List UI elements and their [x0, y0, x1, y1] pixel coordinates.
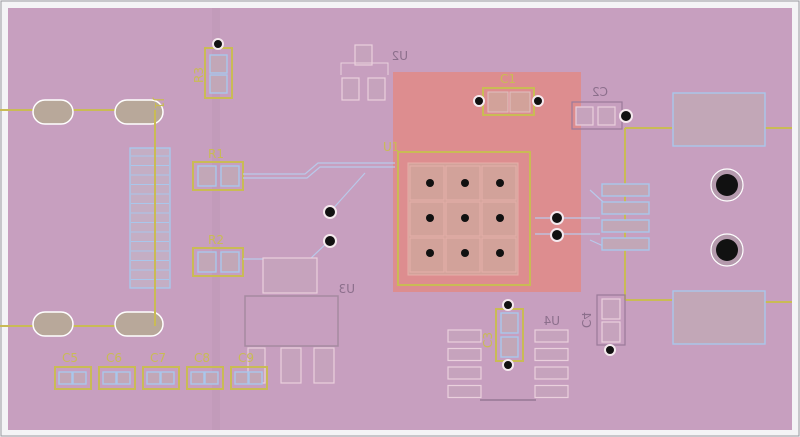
label-c7: C7	[150, 351, 166, 365]
label-c6: C6	[106, 351, 122, 365]
u4-pad	[447, 329, 482, 343]
label-r2: R2	[208, 233, 224, 247]
c7-capacitor[interactable]: C7	[142, 351, 180, 390]
label-c5: C5	[62, 351, 78, 365]
thermal-via	[426, 249, 434, 257]
u4-pad	[447, 347, 482, 362]
label-u3: U3	[339, 282, 355, 296]
label-u2: U2	[392, 49, 408, 63]
u4-pad	[534, 366, 569, 380]
via	[323, 205, 337, 219]
label-c9: C9	[238, 351, 254, 365]
via	[550, 228, 564, 242]
label-c8: C8	[194, 351, 210, 365]
thermal-via	[496, 214, 504, 222]
label-c3: C3	[481, 332, 495, 348]
label-c2: C2	[592, 85, 608, 99]
label-r3: R3	[192, 67, 206, 83]
label-u1: U1	[383, 140, 399, 154]
u4-pad	[534, 347, 569, 362]
c8-capacitor[interactable]: C8	[186, 351, 224, 390]
u1-chip[interactable]: U1	[383, 140, 531, 286]
r1-resistor[interactable]: R1	[192, 147, 244, 191]
via	[550, 211, 564, 225]
u2-regulator[interactable]: U2	[340, 44, 408, 101]
label-u4: U4	[544, 314, 560, 328]
c6-capacitor[interactable]: C6	[98, 351, 136, 390]
board-stripe	[212, 8, 220, 430]
u4-pad	[534, 384, 569, 399]
thermal-via	[426, 179, 434, 187]
label-c1: C1	[500, 72, 516, 86]
label-r1: R1	[208, 147, 224, 161]
r3-resistor[interactable]: R3	[192, 38, 233, 99]
c9-capacitor[interactable]: C9	[230, 351, 268, 390]
c1-capacitor[interactable]: C1	[473, 72, 544, 116]
c4-capacitor[interactable]: C4	[579, 294, 626, 356]
u4-pad	[534, 329, 569, 343]
thermal-via	[496, 249, 504, 257]
c5-capacitor[interactable]: C5	[54, 351, 92, 390]
u4-chip[interactable]: U4	[447, 314, 569, 401]
dc-jack-connector[interactable]	[601, 92, 766, 345]
u4-pad	[447, 366, 482, 380]
thermal-via	[496, 179, 504, 187]
thermal-via	[461, 179, 469, 187]
r2-resistor[interactable]: R2	[192, 233, 244, 277]
label-j1: J1	[152, 97, 166, 109]
u4-pad	[447, 384, 482, 399]
via	[323, 234, 337, 248]
thermal-via	[461, 214, 469, 222]
thermal-via	[426, 214, 434, 222]
c3-capacitor[interactable]: C3	[481, 299, 524, 371]
c2-capacitor[interactable]: C2	[571, 85, 633, 130]
j1-usb-connector[interactable]: J1	[0, 97, 171, 337]
label-c4: C4	[579, 312, 593, 328]
thermal-via	[461, 249, 469, 257]
